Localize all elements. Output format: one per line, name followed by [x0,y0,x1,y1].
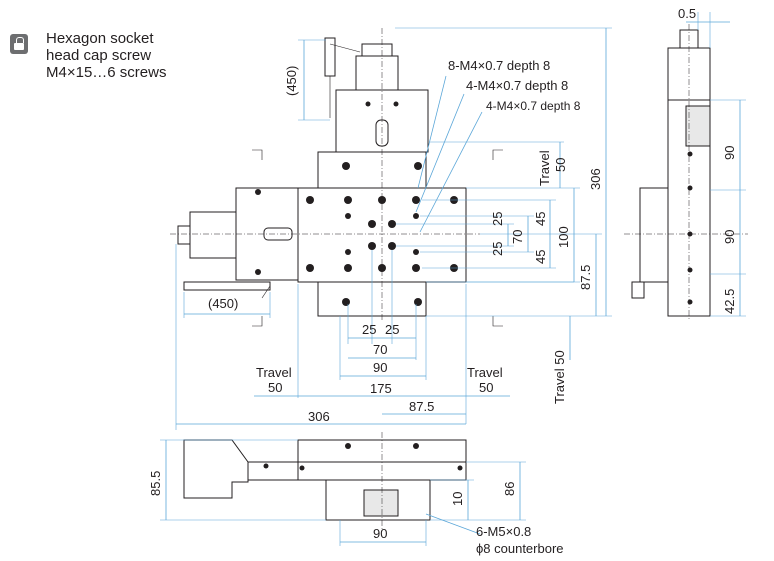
side-x-motor [639,187,669,283]
top-motor-body [355,55,399,91]
dim-70-vertical: 70 [510,230,525,244]
dim-side-0-5: 0.5 [678,6,696,21]
dim-front-10: 10 [450,492,465,506]
side-labels: 0.5 90 90 42.5 [678,6,737,314]
dim-cable-left: (450) [208,296,238,311]
dim-45-b: 45 [533,250,548,264]
callout-tap-b: 4-M4×0.7 depth 8 [466,78,568,93]
travel-left-value: 50 [268,380,282,395]
left-cable [183,281,271,291]
callout-tap-a: 8-M4×0.7 depth 8 [448,58,550,73]
dim-side-90-b: 90 [722,230,737,244]
dim-25-d: 25 [385,322,399,337]
front-view [160,432,526,546]
legend-line-3: M4×15…6 screws [46,64,167,81]
dim-25-b: 25 [490,242,505,256]
dim-front-90: 90 [373,526,387,541]
front-lower-center [363,489,399,517]
dim-306-horizontal: 306 [308,409,330,424]
legend-line-1: Hexagon socket [46,30,154,47]
side-view [624,12,748,320]
dim-87-5-vertical: 87.5 [578,265,593,290]
dim-45-a: 45 [533,212,548,226]
callout-bottom-holes-1: 6-M5×0.8 [476,524,531,539]
callout-tap-c: 4-M4×0.7 depth 8 [486,99,581,113]
dim-87-5-horizontal: 87.5 [409,399,434,414]
x-motor-cap [177,225,191,245]
dim-90-horizontal: 90 [373,360,387,375]
dim-25-c: 25 [362,322,376,337]
travel-left-word: Travel [256,365,292,380]
legend-line-2: head cap screw [46,47,152,64]
x-motor-body [189,211,237,259]
y-stage-upper [317,151,427,189]
travel-lower-vertical: Travel 50 [552,350,567,404]
travel-mid-word: Travel [467,365,503,380]
legend-text: Hexagon socket head cap screw M4×15…6 sc… [46,30,166,81]
dim-front-85-5: 85.5 [148,471,163,496]
travel-right-value: 50 [553,158,568,172]
top-dimensions [175,27,612,430]
side-x-cable [631,281,645,299]
dim-306-vertical: 306 [588,168,603,190]
top-motor-cap [361,43,393,57]
dim-70-horizontal: 70 [373,342,387,357]
travel-mid-value: 50 [479,380,493,395]
top-labels: 8-M4×0.7 depth 8 4-M4×0.7 depth 8 4-M4×0… [208,58,603,424]
dim-side-42-5: 42.5 [722,289,737,314]
front-labels: 85.5 86 10 90 6-M5×0.8 ϕ8 counterbore [148,471,564,556]
side-bracket [685,105,711,147]
dim-100: 100 [556,226,571,248]
dim-front-86: 86 [502,482,517,496]
front-motor [183,439,249,499]
callout-bottom-holes-2: ϕ8 counterbore [476,541,564,556]
table-holes [255,101,458,306]
screw-head-icon [10,34,28,54]
top-cable [324,37,336,77]
dim-25-a: 25 [490,212,505,226]
dim-side-90-a: 90 [722,146,737,160]
dim-cable-top: (450) [284,66,299,96]
dim-175: 175 [370,381,392,396]
travel-right-word: Travel [537,150,552,186]
